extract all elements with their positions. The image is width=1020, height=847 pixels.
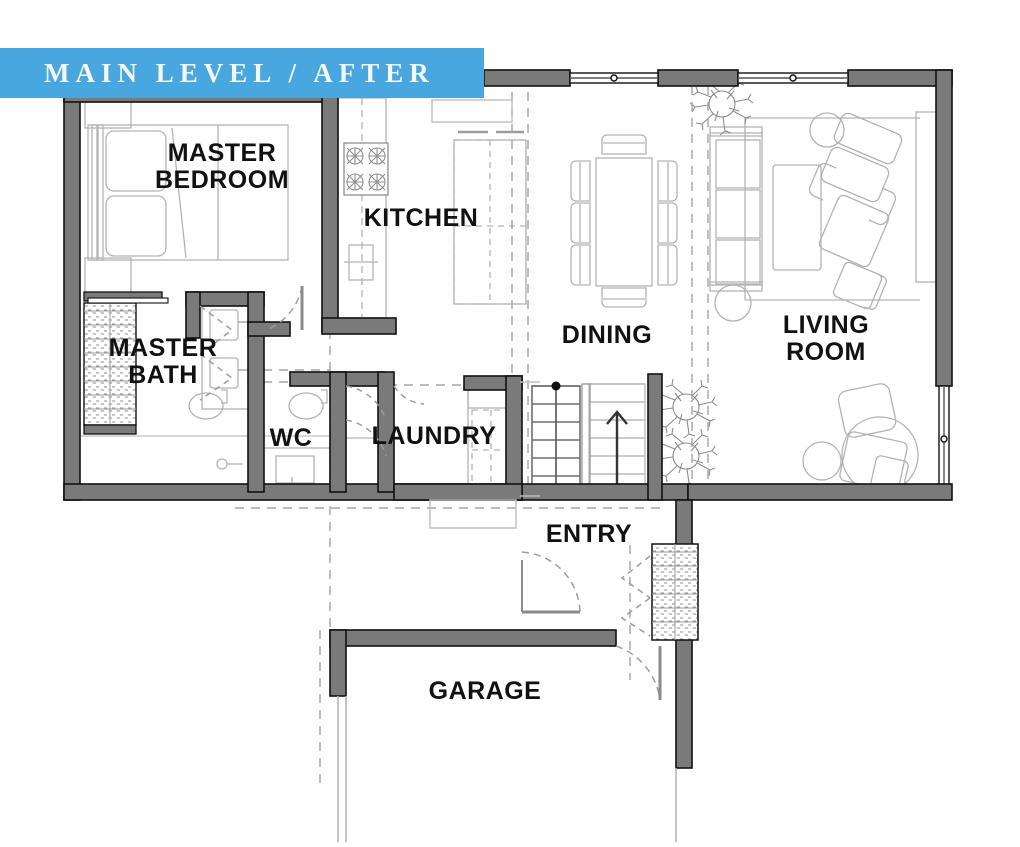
bed [87,124,289,261]
area-rug [744,117,920,301]
wall-top-seg-1 [483,69,571,87]
ottoman-upper [818,194,890,268]
media-console [915,111,939,283]
garage-outline [337,696,677,842]
armchair-lower [839,416,919,494]
cooktop [343,142,389,196]
sink [344,244,378,281]
thin-outlines [429,99,540,612]
coffee-table [772,164,822,271]
stair-up-arrow [606,410,628,495]
side-table-round [714,112,845,481]
window-right [938,385,950,493]
room-label-dining: DINING [561,321,653,349]
room-label-wc: WC [269,424,313,452]
door-swings [199,285,662,701]
dining-table [595,157,653,287]
toilet-wc [288,389,328,420]
master-closet [83,291,169,435]
wall-main-bottom [63,483,689,501]
toilet-master-bath [188,389,228,420]
level-banner: MAIN LEVEL / AFTER [0,48,484,98]
kitchen-island [453,130,527,305]
wall-bath-left-stub [185,291,201,339]
wall-kitchen-bottom [321,317,397,335]
wall-garage-left [329,629,347,697]
wall-exterior-left [63,87,81,501]
wall-bath-wc-divider [247,291,265,493]
room-label-entry: ENTRY [545,520,633,548]
wall-entry-right [647,373,663,501]
wall-laundry-right [505,375,523,501]
wall-laundry-bottom [393,483,523,501]
window-top-1 [569,72,659,84]
dining-chairs [570,134,678,308]
wall-bedroom-kitchen [321,87,339,333]
window-top-2 [737,72,849,84]
stair-down [531,381,581,495]
room-label-master-bath: MASTER BATH [108,334,218,389]
wall-top-seg-2 [657,69,739,87]
ottoman-square [837,383,897,438]
room-label-master-bedroom: MASTER BEDROOM [154,139,290,194]
room-label-garage: GARAGE [428,677,542,705]
sofa [709,126,763,292]
wall-garage-top [329,629,617,647]
wall-exterior-right [935,69,953,387]
stair-up [581,383,646,497]
wall-living-bottom [687,483,953,501]
armchair-upper [808,112,903,226]
room-label-laundry: LAUNDRY [371,422,497,450]
wall-laundry-left [377,371,395,493]
wall-wc-laundry-divider [329,371,347,493]
room-label-kitchen: KITCHEN [363,204,479,232]
stairs [531,381,646,497]
entry-closet [651,543,699,641]
room-label-living-room: LIVING ROOM [782,311,870,366]
ottoman-lower [832,261,887,310]
level-banner-label: MAIN LEVEL / AFTER [44,57,435,88]
wall-bath-stub-right [247,321,291,337]
